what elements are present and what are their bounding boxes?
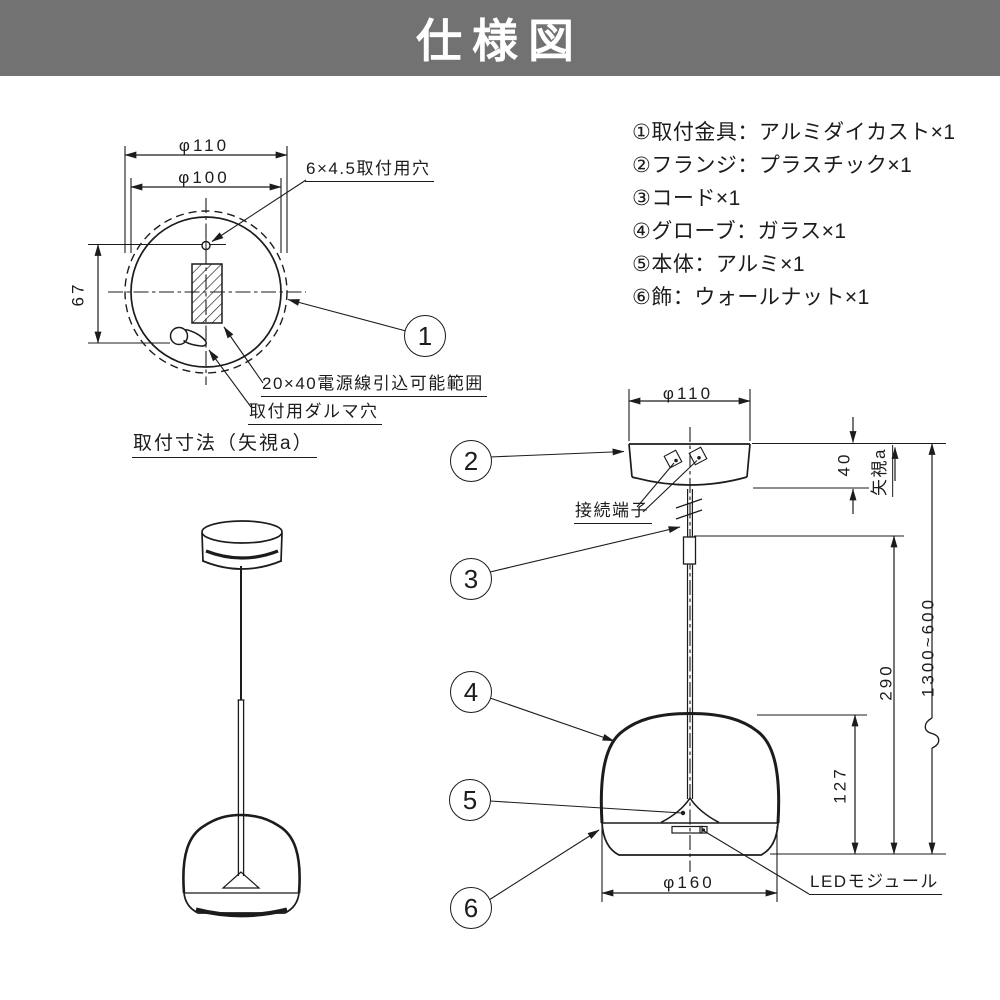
dharma-hole-label: 取付用ダルマ穴 [248,402,382,425]
balloon-1-mounting-bracket: 1 [404,315,446,357]
parts-list-item: ②フランジ：プラスチック×1 [632,154,913,177]
top-view-inner-diameter-dim: φ100 [178,168,230,187]
body-height-dim: 290 [876,663,896,701]
top-view-offset-dim: 67 [68,281,88,307]
silhouette-drawing [182,520,301,918]
globe-height-dim: 127 [830,766,850,804]
parts-list-item: ⑤本体：アルミ×1 [632,253,806,276]
balloon-3-cord: 3 [450,558,492,600]
balloon-4-globe: 4 [450,671,492,713]
dharma-hole [169,326,207,347]
top-view-caption: 取付寸法（矢視a） [132,433,317,458]
led-module [671,825,703,834]
terminal-blocks [663,446,708,469]
canopy-height-dim: 40 [834,451,854,477]
mounting-hole-label: 6×4.5取付用穴 [305,159,434,182]
top-view-drawing [88,146,407,408]
title-bar: 仕様図 [0,0,1000,76]
power-inlet-label: 20×40電源線引込可能範囲 [261,374,487,397]
parts-list-item: ④グローブ：ガラス×1 [632,220,847,243]
top-view-outer-diameter-dim: φ110 [178,136,230,155]
terminal-label: 接続端子 [574,501,652,524]
parts-list-item: ⑥飾：ウォールナット×1 [632,286,870,309]
parts-list-item: ①取付金具：アルミダイカスト×1 [632,121,956,144]
page-title: 仕様図 [416,15,584,67]
balloon-5-body: 5 [449,779,491,821]
parts-list-item: ③コード×1 [632,187,741,210]
side-view-drawing [488,389,946,902]
balloon-6-trim: 6 [450,887,492,929]
overall-height-dim: 1300~600 [918,596,938,698]
canopy-diameter-dim: φ110 [662,384,714,403]
view-arrow-label: 矢視a [870,445,893,497]
globe-diameter-dim: φ160 [663,873,715,892]
parts-list: ①取付金具：アルミダイカスト×1 ②フランジ：プラスチック×1 ③コード×1 ④… [632,116,956,314]
led-module-label: LEDモジュール [809,872,942,895]
balloon-2-flange: 2 [450,440,492,482]
power-inlet-area [191,263,223,324]
